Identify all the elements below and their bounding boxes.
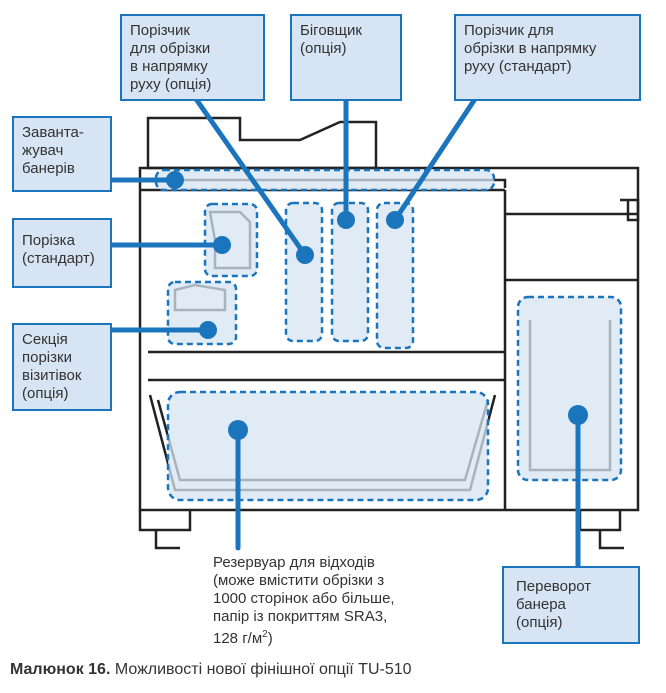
callout-creaser: Біговщик (опція): [290, 14, 402, 101]
leader-lines: [107, 96, 581, 571]
anchor-dots: [166, 171, 588, 440]
dot-banner-flip: [568, 405, 588, 425]
callout-trimmer-standard-text: Порізчик для обрізки в напрямку руху (ст…: [464, 22, 597, 75]
trimmer-standard-area: [375, 201, 415, 350]
waste-bin-superscript: 2: [262, 629, 268, 640]
waste-bin-area: [166, 390, 490, 502]
waste-bin-label: Резервуар для відходів (може вмістити об…: [213, 554, 448, 648]
callout-card-cutter-text: Секція порізки візитівок (опція): [22, 331, 82, 402]
callout-creaser-text: Біговщик (опція): [300, 22, 362, 57]
callout-banner-flip: Переворот банера (опція): [502, 566, 640, 644]
waste-bin-close: ): [267, 630, 273, 647]
dot-trimmer-standard: [386, 211, 404, 229]
creaser-area: [330, 201, 370, 343]
waste-bin-text: Резервуар для відходів (може вмістити об…: [213, 554, 395, 647]
figure-caption: Малюнок 16. Можливості нової фінішної оп…: [10, 661, 412, 679]
caption-label: Малюнок 16.: [10, 661, 111, 678]
callout-trimmer-optional: Порізчик для обрізки в напрямку руху (оп…: [120, 14, 265, 101]
callout-banner-loader: Заванта- жувач банерів: [12, 116, 112, 192]
callout-banner-flip-text: Переворот банера (опція): [516, 578, 592, 631]
trimmer-optional-area: [284, 201, 324, 343]
callout-cutter: Порізка (стандарт): [12, 218, 112, 288]
callout-card-cutter: Секція порізки візитівок (опція): [12, 323, 112, 411]
callout-cutter-text: Порізка (стандарт): [22, 232, 95, 267]
dot-banner-loader: [166, 171, 184, 189]
callout-trimmer-optional-text: Порізчик для обрізки в напрямку руху (оп…: [130, 22, 212, 93]
dot-waste-bin: [228, 420, 248, 440]
caption-text: Можливості нової фінішної опції TU-510: [110, 661, 412, 678]
dot-card-cutter: [199, 321, 217, 339]
dot-creaser: [337, 211, 355, 229]
banner-loader-area: [154, 168, 496, 192]
callout-banner-loader-text: Заванта- жувач банерів: [22, 124, 84, 177]
dot-trimmer-optional: [296, 246, 314, 264]
callout-trimmer-standard: Порізчик для обрізки в напрямку руху (ст…: [454, 14, 641, 101]
dot-cutter: [213, 236, 231, 254]
cutter-area: [203, 202, 259, 278]
banner-flip-area: [516, 295, 623, 482]
